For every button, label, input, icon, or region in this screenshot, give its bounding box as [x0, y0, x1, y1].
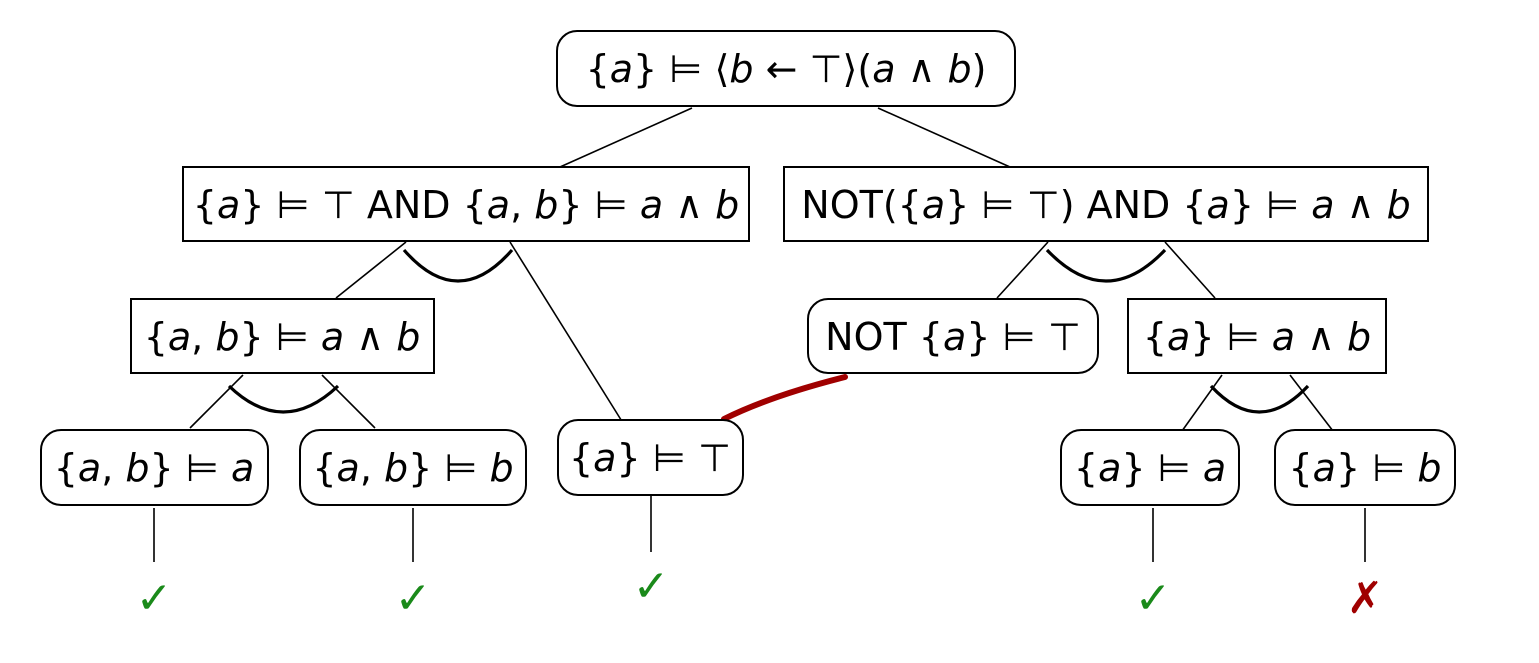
- node-a-a-box: [1060, 429, 1240, 506]
- node-a-b: {a} ⊨ b: [1274, 429, 1456, 506]
- arc-a-conj: [1209, 384, 1310, 414]
- conflict-edge: [721, 374, 848, 422]
- arc-right-and: [1045, 248, 1167, 283]
- node-ab-b-box: [299, 429, 527, 506]
- edge-root-left: [559, 107, 693, 168]
- node-a-b-box: [1274, 429, 1456, 506]
- node-a-conj-label: {a} ⊨ a ∧ b: [1143, 315, 1371, 359]
- node-root-label: {a} ⊨ ⟨b ← ⊤⟩(a ∧ b): [586, 47, 987, 91]
- node-ab-conj-box: [130, 298, 435, 374]
- node-root: {a} ⊨ ⟨b ← ⊤⟩(a ∧ b): [556, 30, 1016, 107]
- edge-aconj-aa: [1181, 374, 1223, 432]
- node-ab-b: {a, b} ⊨ b: [299, 429, 527, 506]
- conjunction-arcs: [227, 248, 1310, 414]
- node-ab-b-label: {a, b} ⊨ b: [312, 446, 513, 490]
- edge-rightand-aconj: [1164, 241, 1216, 299]
- node-right-and-box: [783, 166, 1429, 242]
- edge-rightand-nottop: [996, 241, 1049, 299]
- edge-leftand-abconj: [335, 241, 407, 299]
- node-ab-conj: {a, b} ⊨ a ∧ b: [130, 298, 435, 374]
- edge-aconj-ab: [1289, 374, 1334, 432]
- node-not-top-label: NOT {a} ⊨ ⊤: [825, 315, 1081, 359]
- edge-abconj-abb: [321, 374, 376, 429]
- node-ab-a-box: [40, 429, 269, 506]
- node-left-and-box: [182, 166, 750, 242]
- node-a-a: {a} ⊨ a: [1060, 429, 1240, 506]
- check-mark-icon: ✓: [633, 561, 670, 612]
- cross-mark-icon: ✗: [1347, 573, 1384, 624]
- edge-root-right: [877, 107, 1011, 168]
- node-a-top-label: {a} ⊨ ⊤: [569, 436, 731, 480]
- node-left-and-label: {a} ⊨ ⊤ AND {a, b} ⊨ a ∧ b: [193, 183, 739, 227]
- node-a-conj: {a} ⊨ a ∧ b: [1127, 298, 1387, 374]
- node-a-b-label: {a} ⊨ b: [1288, 446, 1441, 490]
- node-a-conj-box: [1127, 298, 1387, 374]
- node-right-and: NOT({a} ⊨ ⊤) AND {a} ⊨ a ∧ b: [783, 166, 1429, 242]
- arc-left-and: [402, 248, 514, 283]
- node-left-and: {a} ⊨ ⊤ AND {a, b} ⊨ a ∧ b: [182, 166, 750, 242]
- node-a-top-box: [557, 419, 744, 496]
- node-not-top: NOT {a} ⊨ ⊤: [807, 298, 1099, 374]
- tree-edges: [153, 107, 1366, 562]
- outcome-marks: ✓ ✓ ✓ ✓ ✗: [136, 561, 1384, 624]
- node-a-top: {a} ⊨ ⊤: [557, 419, 744, 496]
- node-ab-conj-label: {a, b} ⊨ a ∧ b: [144, 315, 421, 359]
- node-right-and-label: NOT({a} ⊨ ⊤) AND {a} ⊨ a ∧ b: [801, 183, 1410, 227]
- node-a-a-label: {a} ⊨ a: [1074, 446, 1226, 490]
- check-mark-icon: ✓: [1135, 573, 1172, 624]
- node-not-top-box: [807, 298, 1099, 374]
- check-mark-icon: ✓: [395, 573, 432, 624]
- node-root-box: [556, 30, 1016, 107]
- edge-leftand-atop: [509, 241, 624, 424]
- node-ab-a: {a, b} ⊨ a: [40, 429, 269, 506]
- arc-ab-conj: [227, 384, 340, 414]
- edge-abconj-aba: [189, 374, 244, 429]
- node-ab-a-label: {a, b} ⊨ a: [54, 446, 255, 490]
- check-mark-icon: ✓: [136, 573, 173, 624]
